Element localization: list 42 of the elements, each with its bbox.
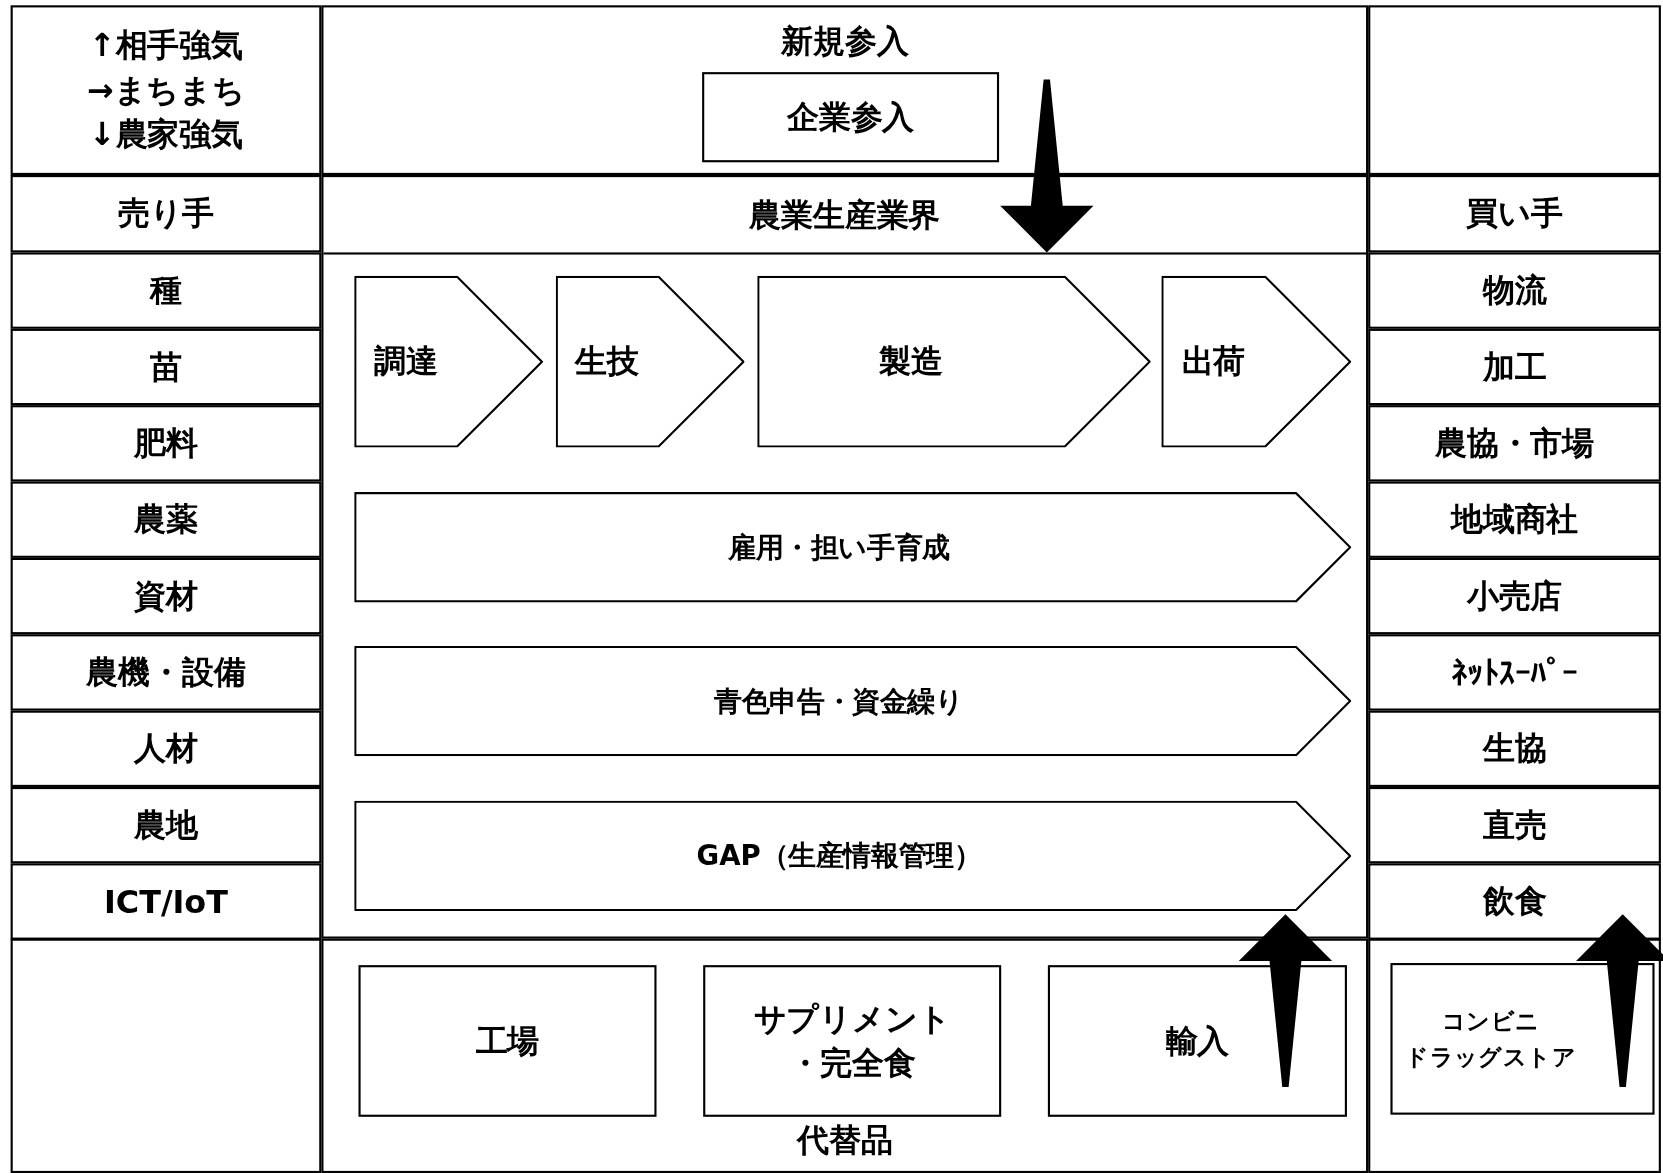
- legend-note: ↑相手強気: [89, 25, 243, 66]
- table-cell: 資材: [10, 557, 322, 635]
- table-cell: 買い手: [1368, 175, 1661, 253]
- table-cell: ﾈｯﾄｽｰﾊﾟｰ: [1368, 634, 1661, 711]
- table-cell: 農機・設備: [10, 634, 322, 711]
- table-cell: ICT/IoT: [10, 863, 322, 940]
- legend-note: ↓農家強気: [89, 114, 243, 155]
- legend-note: →まちまち: [86, 70, 246, 111]
- table-cell: 地域商社: [1368, 481, 1661, 558]
- table-cell: 肥料: [10, 405, 322, 482]
- block-arrow: [1576, 914, 1663, 1088]
- process-step: 生技: [555, 275, 745, 448]
- table-cell: [321, 938, 1369, 1173]
- table-cell: 農薬: [10, 481, 322, 558]
- industry-panel: [321, 175, 1369, 939]
- text-box: 輸入: [1047, 965, 1347, 1117]
- table-cell: 物流: [1368, 252, 1661, 329]
- table-cell: 農地: [10, 786, 322, 864]
- text-box: 企業参入: [702, 72, 1000, 163]
- section-title: 新規参入: [780, 21, 910, 62]
- process-step: 出荷: [1161, 275, 1352, 448]
- text-box: サプリメント・完全食: [703, 965, 1002, 1117]
- table-cell: 農協・市場: [1368, 405, 1661, 482]
- table-cell: 加工: [1368, 328, 1661, 406]
- process-step: 雇用・担い手育成: [354, 492, 1352, 603]
- process-step: 調達: [354, 275, 544, 448]
- table-cell: 人材: [10, 710, 322, 787]
- table-cell: 生協: [1368, 710, 1661, 787]
- process-step: 青色申告・資金繰り: [354, 645, 1352, 757]
- process-step: 製造: [757, 275, 1151, 448]
- process-step: GAP（生産情報管理）: [354, 800, 1352, 912]
- text-box: コンビニ ドラッグストア: [1390, 963, 1655, 1115]
- section-title: 代替品: [795, 1120, 894, 1161]
- table-cell: 種: [10, 252, 322, 329]
- table-cell: 売り手: [10, 175, 322, 253]
- block-arrow: [1238, 914, 1333, 1088]
- table-cell: 苗: [10, 328, 322, 406]
- table-cell: 直売: [1368, 786, 1661, 864]
- table-cell: [321, 5, 1369, 175]
- text-box: 工場: [358, 965, 657, 1117]
- block-arrow: [1000, 79, 1094, 253]
- table-cell: 小売店: [1368, 557, 1661, 635]
